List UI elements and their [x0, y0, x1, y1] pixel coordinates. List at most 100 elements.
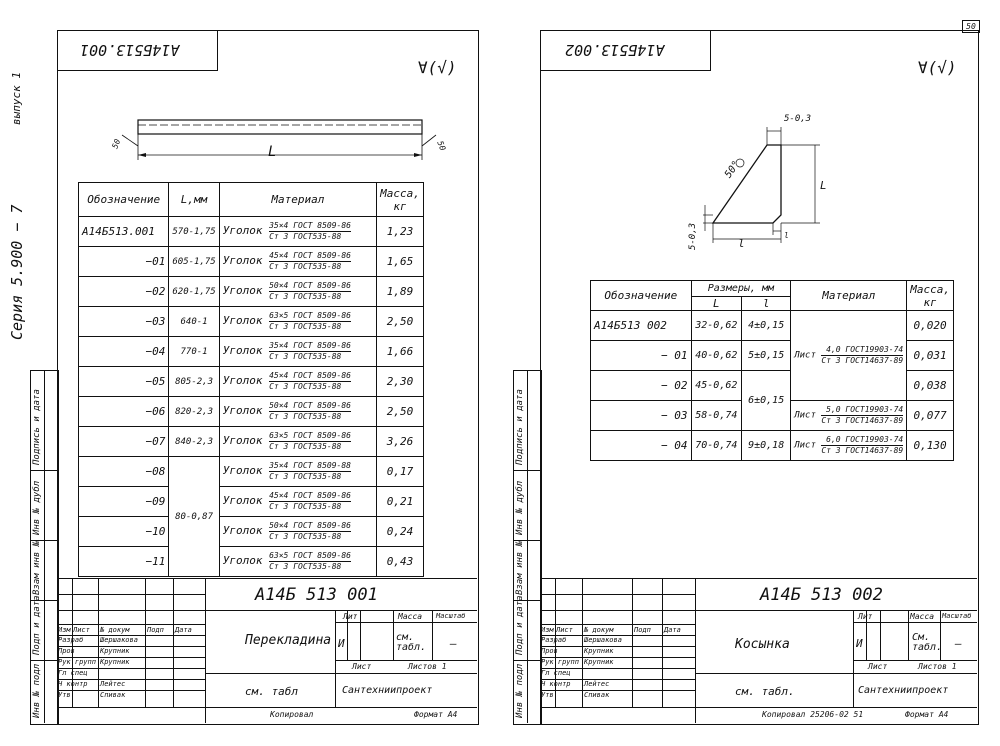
right-th-designation: Обозначение [590, 280, 692, 311]
cell-mass: 1,23 [376, 216, 424, 247]
material-sheet: 4,0 ГОСТ19903-74 [821, 345, 904, 356]
right-dim-l-small: l [784, 231, 789, 240]
right-dim-left: 5-0,3 [688, 222, 699, 251]
left-th-material: Материал [218, 182, 378, 217]
left-tb-org: Сантехниипроект [342, 685, 433, 696]
right-spec-table: Обозначение Размеры, мм Материал Масса, … [590, 280, 954, 461]
cell-mass: 0,130 [906, 430, 954, 461]
right-tb-sheets: Листов 1 [918, 662, 957, 671]
stamp-role: Пров [58, 647, 75, 655]
left-tb-scale: — [450, 637, 457, 650]
cell-designation: − 02 [590, 370, 692, 401]
left-head-izm: Изм [58, 626, 71, 634]
cell-length: 840-2,3 [168, 426, 220, 457]
stamp-role: Рук групп [58, 658, 96, 666]
cell-mass: 0,038 [906, 370, 954, 401]
stamp-role: Н контр [58, 680, 88, 688]
right-stamp-code: А14Б513.002 [565, 41, 665, 59]
right-head-podp: Подп [634, 626, 651, 634]
material-steel: Ст 3 ГОСТ14637-89 [821, 356, 904, 365]
cell-designation: −06 [77, 396, 170, 427]
side-label-3: Взам инв № [32, 540, 42, 595]
left-head-podp: Подп [147, 626, 164, 634]
right-tb-name: Косынка [735, 637, 790, 652]
left-head-list: Лист [73, 626, 90, 634]
cell-length: 570-1,75 [168, 216, 220, 247]
right-tb-scale-h: Масштаб [942, 612, 972, 620]
stamp-role: Рук групп [541, 658, 579, 666]
material-steel: Ст 3 ГОСТ535-88 [269, 322, 342, 331]
material-kind: Лист [794, 411, 816, 421]
cell-mass: 0,21 [376, 486, 424, 517]
right-side-label-4: Инв № дубл [515, 480, 525, 535]
material-kind: Уголок [222, 374, 263, 388]
right-th-material: Материал [790, 280, 908, 311]
cell-mass: 2,30 [376, 366, 424, 397]
side-label-1: Инв № подл [32, 663, 42, 718]
cell-L: 70-0,74 [690, 430, 743, 461]
cell-L: 45-0,62 [690, 370, 743, 401]
cell-designation: −08 [77, 456, 170, 487]
cell-length: 820-2,3 [168, 396, 220, 427]
left-sheet-frame [57, 30, 479, 725]
cell-designation: − 03 [590, 400, 692, 431]
material-profile: 63×5 ГОСТ 8509-86 [269, 311, 351, 322]
right-titleblock [540, 578, 977, 724]
material-profile: 45×4 ГОСТ 8509-86 [269, 371, 351, 382]
issue-label: выпуск 1 [10, 72, 23, 125]
material-steel: Ст 3 ГОСТ535-88 [269, 292, 342, 301]
cell-L: 40-0,62 [690, 340, 743, 371]
right-roughness: ∀(√) [918, 58, 957, 77]
left-tb-code: А14Б 513 001 [255, 585, 378, 605]
right-tb-org: Сантехниипроект [858, 685, 949, 696]
stamp-person: Крупник [584, 647, 614, 655]
cell-designation: А14Б513 002 [590, 310, 692, 341]
material-kind: Уголок [222, 314, 263, 328]
right-head-izm: Изм [541, 626, 554, 634]
stamp-role: Гл спец [541, 669, 571, 677]
cell-mass: 3,26 [376, 426, 424, 457]
cell-length: 805-2,3 [168, 366, 220, 397]
material-steel: Ст 3 ГОСТ535-88 [269, 232, 342, 241]
left-tb-format: Формат А4 [414, 710, 458, 719]
material-sheet: 6,0 ГОСТ19903-74 [821, 435, 904, 446]
stamp-person: Спивак [100, 691, 126, 699]
left-titleblock [57, 578, 477, 724]
material-kind: Уголок [222, 404, 263, 418]
cell-mass: 0,020 [906, 310, 954, 341]
right-th-L: L [690, 296, 743, 311]
cell-mass: 2,50 [376, 306, 424, 337]
material-steel: Ст 3 ГОСТ535-88 [269, 532, 342, 541]
left-roughness: ∀(√) [418, 58, 457, 77]
right-head-doc: № докум [584, 626, 614, 634]
series-label: Серия 5.900 − 7 [8, 204, 26, 340]
right-sheet-frame [540, 30, 979, 725]
right-tb-copied: Копировал 25206-02 51 [762, 710, 864, 719]
material-steel: Ст 3 ГОСТ14637-89 [821, 446, 904, 455]
material-steel: Ст 3 ГОСТ535-88 [269, 502, 342, 511]
cell-designation: − 01 [590, 340, 692, 371]
left-head-date: Дата [175, 626, 192, 634]
material-profile: 45×4 ГОСТ 8509-86 [269, 251, 351, 262]
